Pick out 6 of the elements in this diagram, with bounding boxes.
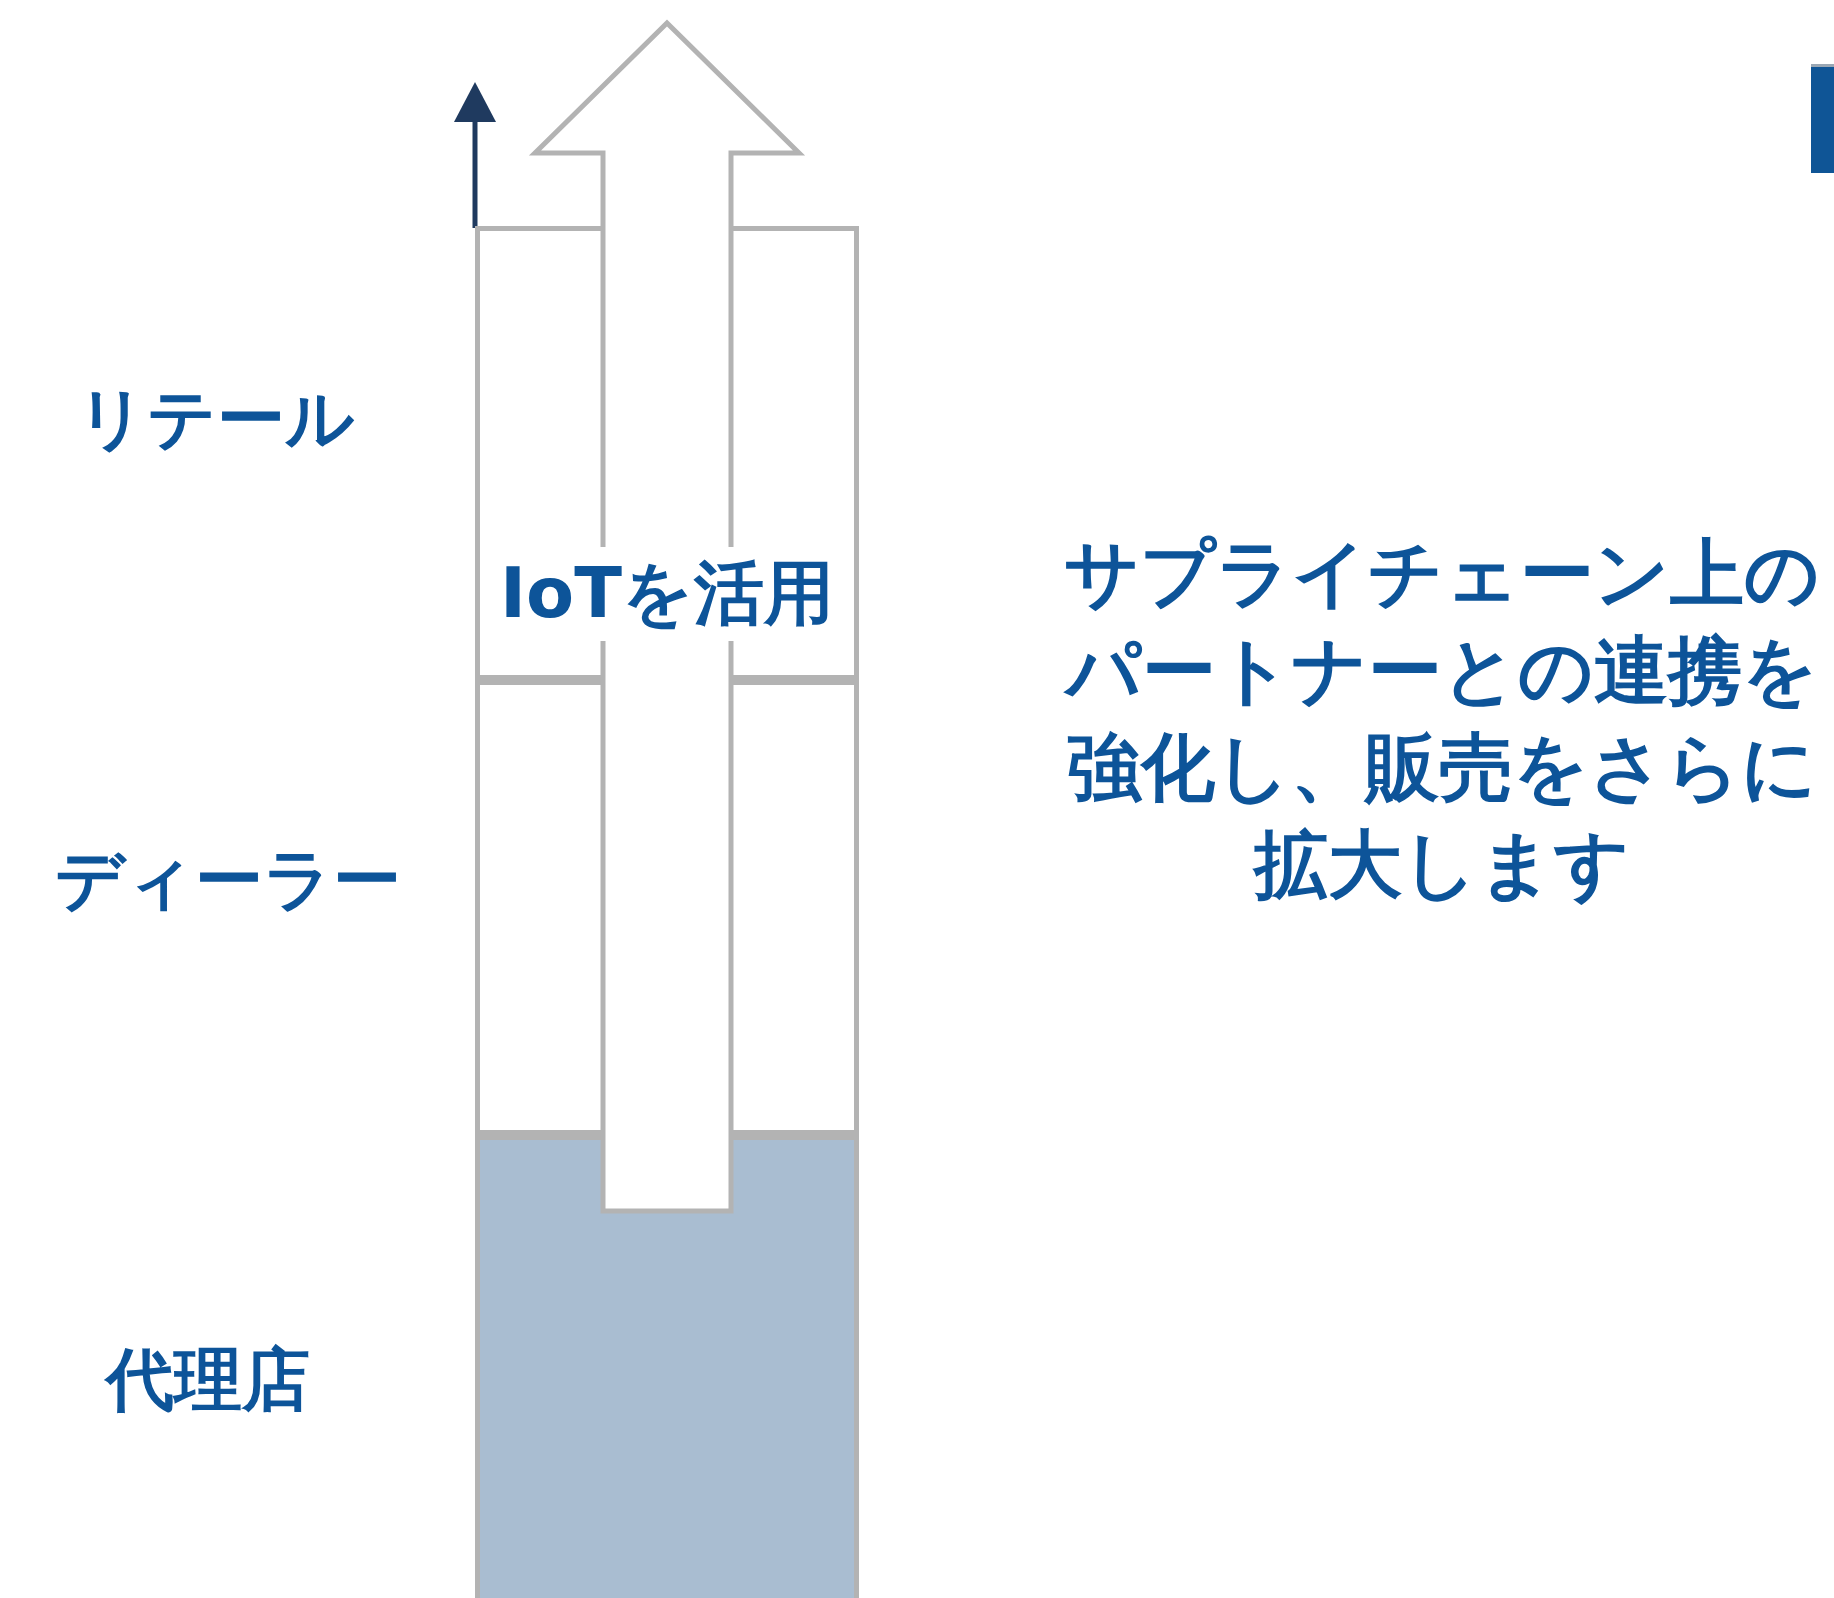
level-label: 代理店 <box>106 1338 310 1421</box>
level-label: リテール <box>77 377 355 460</box>
block-arrow <box>528 19 806 1214</box>
level-box <box>475 1135 859 1598</box>
level-label: ディーラー <box>55 838 401 921</box>
description-text: サプライチェーン上のパートナーとの連携を強化し、販売をさらに拡大します <box>1062 529 1821 909</box>
